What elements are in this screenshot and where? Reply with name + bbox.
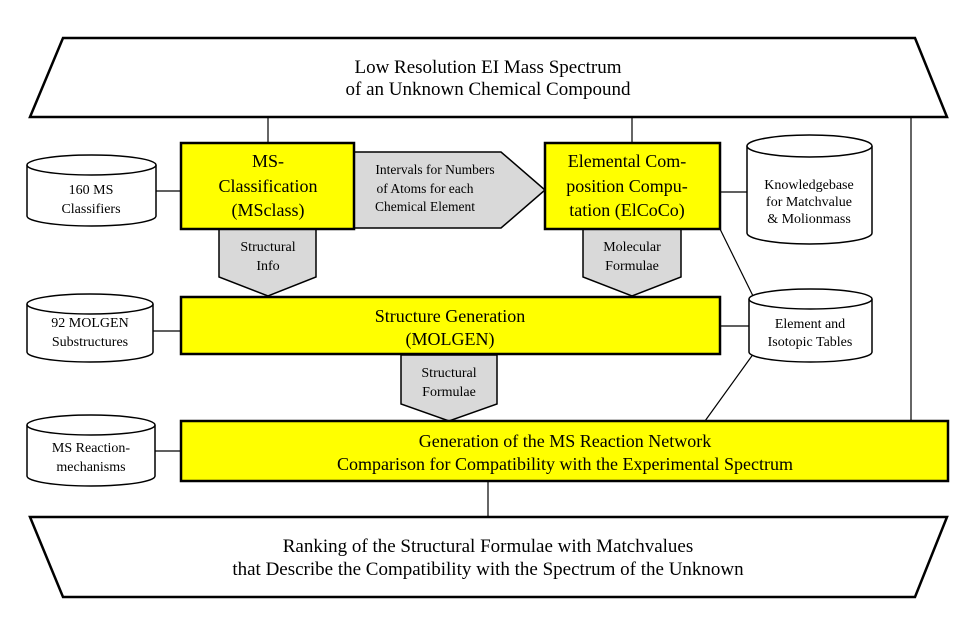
molecular-formulae-arrow: Molecular Formulae — [582, 228, 682, 297]
top-banner: Low Resolution EI Mass Spectrum of an Un… — [28, 36, 949, 119]
element-tables-database: Element and Isotopic Tables — [748, 288, 873, 363]
connector-lines — [153, 117, 912, 516]
reaction-network-line1: Generation of the MS Reaction Network — [419, 431, 711, 451]
knowledgebase-database-body — [746, 146, 873, 245]
ms-classifiers-line2: Classifiers — [61, 202, 120, 217]
bottom-banner-line2: that Describe the Compatibility with the… — [232, 559, 744, 580]
ms-reactionmechanisms-line2: mechanisms — [56, 460, 125, 475]
ms-classifiers-database-body — [26, 165, 157, 227]
structural-formulae-arrow: Structural Formulae — [400, 354, 498, 422]
ms-reactionmechanisms-database-top — [26, 414, 156, 436]
ms-classifiers-database: 160 MS Classifiers — [26, 154, 157, 227]
molgen-substructures-database-top — [26, 293, 154, 315]
elemental-composition-box-shape — [543, 141, 722, 231]
element-tables-database-body — [748, 299, 873, 363]
molgen-substructures-line1: 92 MOLGEN — [51, 316, 128, 331]
knowledgebase-database: Knowledgebase for Matchvalue & Molionmas… — [746, 134, 873, 245]
ms-classification-line3: (MSclass) — [232, 200, 305, 221]
molgen-substructures-line2: Substructures — [52, 335, 128, 350]
ms-classification-box-shape — [179, 141, 356, 231]
reaction-network-line2: Comparison for Compatibility with the Ex… — [337, 454, 793, 474]
top-banner-shape — [28, 36, 949, 119]
knowledgebase-line3: & Molionmass — [767, 212, 851, 227]
molecular-formulae-arrow-line1: Molecular — [603, 240, 661, 255]
reaction-network-box: Generation of the MS Reaction Network Co… — [179, 419, 950, 483]
structure-generation-line1: Structure Generation — [375, 306, 525, 326]
structural-formulae-arrow-line2: Formulae — [422, 385, 476, 400]
connector-tables-to-elcoco — [719, 228, 755, 299]
knowledgebase-line1: Knowledgebase — [764, 178, 853, 193]
intervals-arrow: Intervals for Numbers of Atoms for each … — [353, 151, 547, 229]
knowledgebase-database-top — [746, 134, 873, 158]
bottom-banner: Ranking of the Structural Formulae with … — [28, 515, 949, 599]
ms-classification-line2: Classification — [219, 176, 318, 196]
ms-classification-box: MS- Classification (MSclass) — [179, 141, 356, 231]
elemental-composition-box: Elemental Com- position Compu- tation (E… — [543, 141, 722, 231]
structural-info-arrow-line2: Info — [256, 259, 279, 274]
structure-generation-box: Structure Generation (MOLGEN) — [179, 295, 722, 356]
ms-classifiers-database-top — [26, 154, 157, 176]
structure-generation-line2: (MOLGEN) — [406, 329, 495, 350]
structural-info-arrow: Structural Info — [218, 228, 317, 297]
molgen-substructures-database: 92 MOLGEN Substructures — [26, 293, 154, 363]
structure-generation-box-shape — [179, 295, 722, 356]
reaction-network-box-shape — [179, 419, 950, 483]
intervals-arrow-line3: Chemical Element — [375, 199, 475, 214]
bottom-banner-line1: Ranking of the Structural Formulae with … — [283, 536, 694, 557]
element-tables-line2: Isotopic Tables — [768, 335, 853, 350]
elemental-composition-line1: Elemental Com- — [568, 151, 686, 171]
bottom-banner-shape — [28, 515, 949, 599]
structural-formulae-arrow-line1: Structural — [421, 366, 476, 381]
element-tables-line1: Element and — [775, 317, 845, 332]
connector-tables-to-network — [704, 352, 755, 422]
elemental-composition-line3: tation (ElCoCo) — [569, 200, 685, 221]
intervals-arrow-line1: Intervals for Numbers — [375, 162, 494, 177]
intervals-arrow-line2: of Atoms for each — [376, 181, 473, 196]
knowledgebase-line2: for Matchvalue — [766, 195, 852, 210]
structural-info-arrow-line1: Structural — [240, 240, 295, 255]
element-tables-database-top — [748, 288, 873, 310]
molgen-substructures-database-body — [26, 304, 154, 363]
molecular-formulae-arrow-line2: Formulae — [605, 259, 659, 274]
ms-classification-line1: MS- — [252, 151, 284, 171]
elemental-composition-line2: position Compu- — [566, 176, 688, 196]
ms-reactionmechanisms-database: MS Reaction- mechanisms — [26, 414, 156, 487]
ms-reactionmechanisms-database-body — [26, 425, 156, 487]
top-banner-line1: Low Resolution EI Mass Spectrum — [354, 57, 621, 78]
ms-reactionmechanisms-line1: MS Reaction- — [52, 441, 130, 456]
ms-classifiers-line1: 160 MS — [69, 183, 114, 198]
top-banner-line2: of an Unknown Chemical Compound — [346, 79, 631, 100]
